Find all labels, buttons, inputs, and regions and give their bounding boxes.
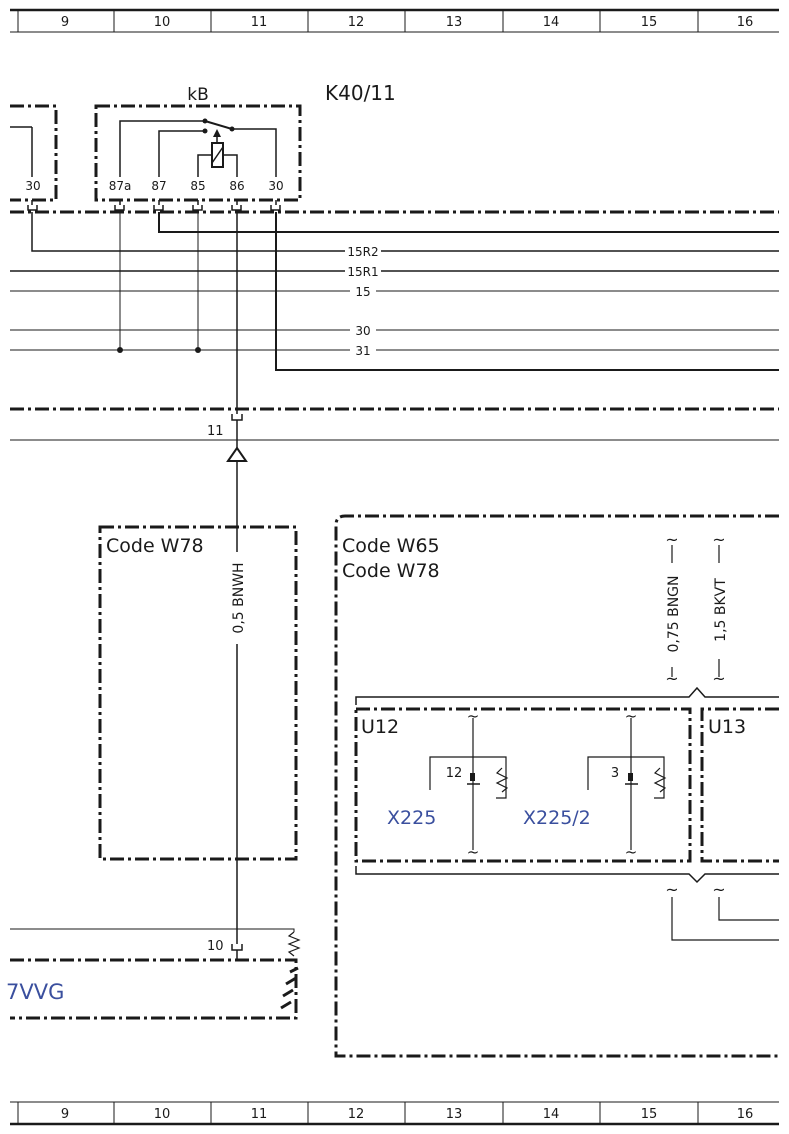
break-symbol: ~ (712, 530, 725, 549)
ruler-label: 16 (737, 15, 754, 30)
pin-label: 30 (25, 179, 40, 193)
wire-label: 0,5 BNWH (231, 562, 247, 633)
relay-section: kB K40/11 30 87a 87 85 86 30 (10, 81, 396, 211)
bus-label: 15R1 (347, 265, 378, 279)
component-label: 7VVG (6, 980, 64, 1004)
connector-pin-label: 10 (207, 939, 224, 954)
module-label: U13 (708, 716, 746, 738)
pin-label: 86 (229, 179, 244, 193)
bus-label: 30 (355, 324, 370, 338)
ruler-label: 12 (348, 15, 365, 30)
break-symbol: ~ (665, 880, 678, 899)
pin-label: 30 (268, 179, 283, 193)
code-label: Code W78 (106, 535, 204, 557)
ruler-label: 10 (154, 15, 171, 30)
break-symbol: ~ (665, 669, 678, 688)
break-symbol: ~ (625, 707, 638, 725)
plug-label: X225/2 (523, 807, 591, 829)
plug-x225-2: ~ ~ 3 X225/2 (523, 707, 667, 861)
pin-label: 87 (151, 179, 166, 193)
pin-label: 3 (611, 766, 619, 781)
left-component-box (10, 104, 58, 202)
pin-label: 12 (446, 766, 463, 781)
module-u12 (354, 707, 692, 863)
ruler-label: 13 (446, 1107, 463, 1122)
ruler-label: 13 (446, 15, 463, 30)
pin-label: 87a (109, 179, 132, 193)
break-symbol: ~ (665, 530, 678, 549)
relay-box (94, 104, 302, 202)
ruler-label: 11 (251, 15, 268, 30)
wire-label: 1,5 BKVT (713, 578, 729, 642)
relay-name: kB (187, 85, 209, 105)
pin-label: 85 (190, 179, 205, 193)
plug-label: X225 (387, 807, 436, 829)
break-symbol: ~ (712, 669, 725, 688)
ruler-label: 10 (154, 1107, 171, 1122)
ruler-label: 12 (348, 1107, 365, 1122)
relay-id: K40/11 (325, 81, 396, 105)
ruler-label: 15 (641, 15, 658, 30)
plug-x225: ~ ~ 12 X225 (387, 707, 509, 861)
bus-label: 15R2 (347, 245, 378, 259)
connector-11: 11 (10, 212, 779, 944)
break-symbol: ~ (625, 843, 638, 861)
ground-triangle-icon (226, 446, 248, 462)
break-symbol: ~ (712, 880, 725, 899)
ruler-label: 14 (543, 15, 560, 30)
top-ruler: 9 10 11 12 13 14 15 16 (10, 8, 779, 33)
code-w65-box: Code W65 Code W78 0,75 BNGN 1,5 BKVT ~ ~… (334, 514, 779, 1058)
module-label: U12 (361, 716, 399, 738)
code-label: Code W65 (342, 535, 440, 557)
bottom-ruler: 9 10 11 12 13 14 15 16 (10, 1101, 779, 1126)
ruler-label: 9 (61, 15, 69, 30)
ruler-label: 16 (737, 1107, 754, 1122)
break-symbol: ~ (467, 843, 480, 861)
component-7vvg: 10 7VVG (6, 928, 301, 1020)
connector-pin-label: 11 (207, 424, 224, 439)
code-w78-box: Code W78 0,5 BNWH (98, 525, 298, 861)
bus-lines: 15R2 15R1 15 30 31 (10, 212, 779, 371)
module-u13 (700, 707, 779, 863)
ruler-label: 9 (61, 1107, 69, 1122)
ruler-label: 14 (543, 1107, 560, 1122)
ruler-label: 15 (641, 1107, 658, 1122)
code-label: Code W78 (342, 560, 440, 582)
ruler-label: 11 (251, 1107, 268, 1122)
bus-label: 31 (355, 344, 370, 358)
wire-label: 0,75 BNGN (666, 575, 682, 652)
break-symbol: ~ (467, 707, 480, 725)
bus-label: 15 (355, 285, 370, 299)
